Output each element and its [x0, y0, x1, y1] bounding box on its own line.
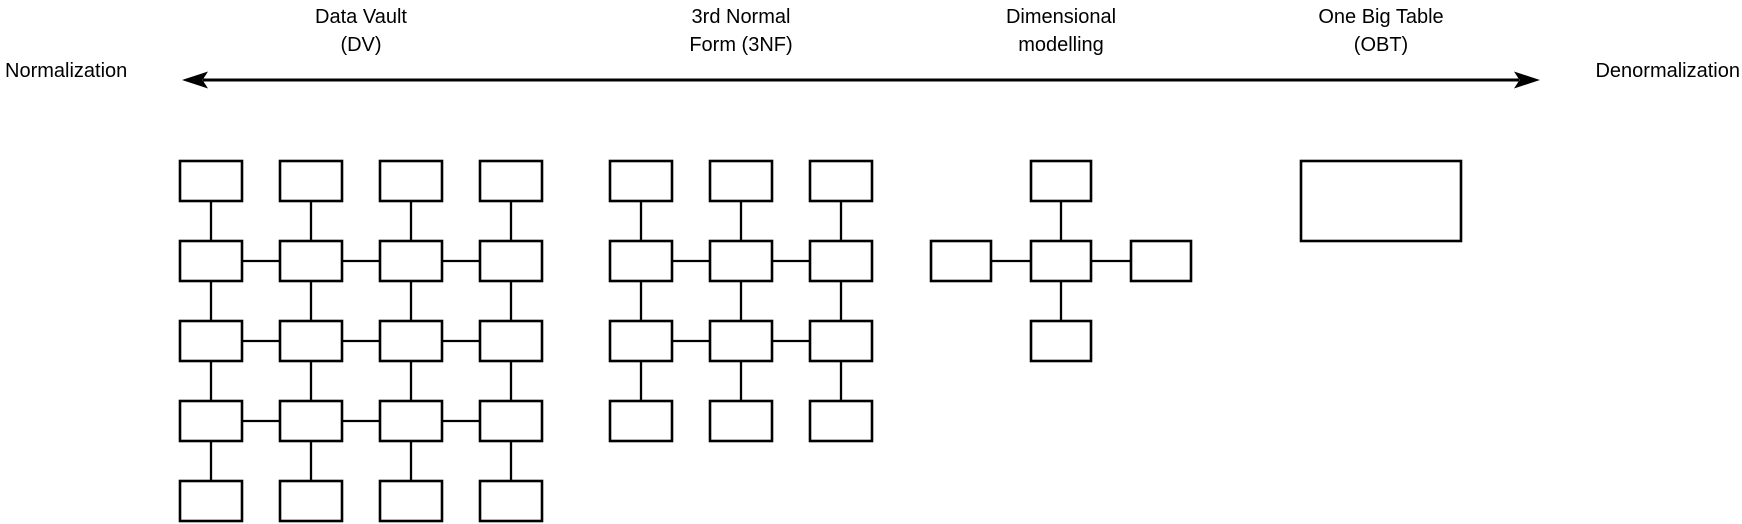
one-big-table-box	[1299, 159, 1463, 243]
table-box	[808, 159, 874, 203]
table-box	[178, 319, 244, 363]
table-box	[378, 239, 444, 283]
table-box	[478, 479, 544, 523]
title-one-big-table-line2: (OBT)	[1353, 34, 1409, 56]
title-data-vault-line1: Data Vault	[315, 6, 407, 28]
table-box	[608, 239, 674, 283]
table-box	[178, 399, 244, 443]
table-box	[178, 239, 244, 283]
table-box	[278, 479, 344, 523]
table-box	[178, 159, 244, 203]
table-box	[278, 319, 344, 363]
table-box	[378, 399, 444, 443]
table-box	[708, 399, 774, 443]
dimension-table-box	[1029, 319, 1093, 363]
dimension-table-box	[1029, 159, 1093, 203]
title-third-normal-form: 3rd Normal Form (3NF)	[631, 3, 851, 59]
axis-label-denormalization: Denormalization	[1595, 60, 1740, 82]
title-third-normal-form-line2: Form (3NF)	[689, 34, 793, 56]
table-box	[378, 319, 444, 363]
axis-label-normalization: Normalization	[5, 60, 128, 82]
table-box	[608, 319, 674, 363]
title-dimensional-modelling-line2: modelling	[1018, 34, 1104, 56]
title-dimensional-modelling: Dimensional modelling	[951, 3, 1171, 59]
fact-table-box	[1029, 239, 1093, 283]
table-box	[708, 319, 774, 363]
table-box	[478, 319, 544, 363]
table-box	[178, 479, 244, 523]
table-box	[708, 159, 774, 203]
title-dimensional-modelling-line1: Dimensional	[1005, 6, 1117, 28]
arrowhead-left-icon	[182, 71, 208, 89]
table-box	[478, 399, 544, 443]
table-box	[278, 399, 344, 443]
dimension-table-box	[929, 239, 993, 283]
table-box	[808, 319, 874, 363]
dimension-table-box	[1129, 239, 1193, 283]
table-box	[278, 159, 344, 203]
table-box	[478, 239, 544, 283]
title-one-big-table: One Big Table (OBT)	[1271, 3, 1491, 59]
title-data-vault-line2: (DV)	[340, 34, 382, 56]
table-box	[808, 239, 874, 283]
table-box	[378, 159, 444, 203]
arrowhead-right-icon	[1514, 71, 1540, 89]
title-data-vault: Data Vault (DV)	[251, 3, 471, 59]
table-box	[478, 159, 544, 203]
title-one-big-table-line1: One Big Table	[1318, 6, 1444, 28]
table-box	[708, 239, 774, 283]
table-box	[378, 479, 444, 523]
table-box	[608, 159, 674, 203]
table-box	[278, 239, 344, 283]
table-box	[608, 399, 674, 443]
title-third-normal-form-line1: 3rd Normal	[691, 6, 791, 28]
table-box	[808, 399, 874, 443]
